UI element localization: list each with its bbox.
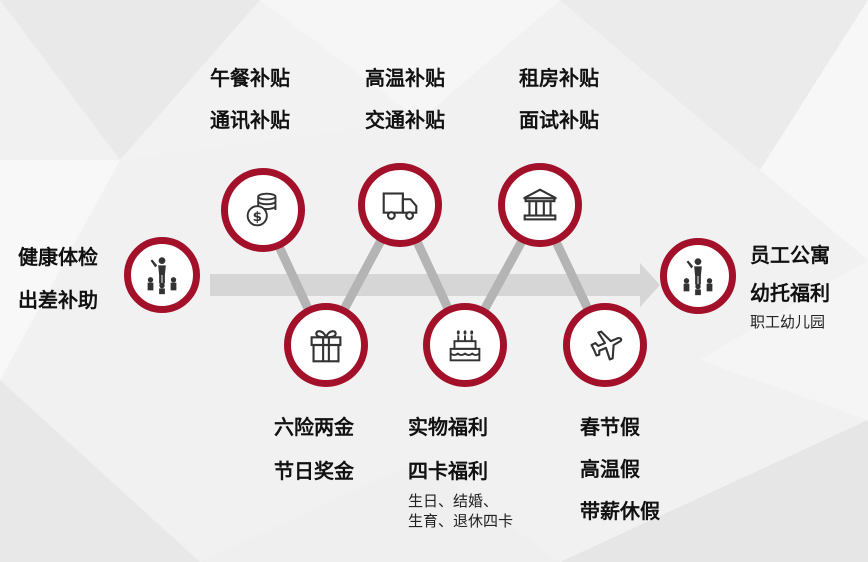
cake-note-1: 生日、结婚、 [408, 492, 499, 510]
node-end [660, 238, 736, 314]
people-icon [147, 257, 177, 295]
truck-label-2: 交通补贴 [365, 108, 445, 132]
end-label-1: 员工公寓 [750, 243, 830, 267]
people-icon [683, 258, 713, 296]
coins-label-1: 午餐补贴 [210, 66, 290, 90]
gift-label-1: 六险两金 [274, 415, 354, 439]
truck-label-1: 高温补贴 [365, 66, 445, 90]
node-cake [423, 303, 507, 387]
gift-label-2: 节日奖金 [274, 459, 354, 483]
node-bank [498, 163, 582, 247]
cake-note-2: 生育、退休四卡 [408, 512, 514, 530]
plane-label-1: 春节假 [580, 415, 640, 439]
gift-icon [310, 330, 342, 363]
node-gift [284, 303, 368, 387]
cake-label-2: 四卡福利 [408, 459, 488, 483]
node-start [124, 237, 200, 313]
start-label-2: 出差补助 [18, 288, 98, 312]
coins-label-2: 通讯补贴 [210, 108, 290, 132]
bank-icon [523, 188, 557, 221]
cake-label-1: 实物福利 [408, 415, 488, 439]
plane-label-3: 带薪休假 [580, 499, 660, 523]
end-label-2: 幼托福利 [750, 281, 830, 305]
bank-label-1: 租房补贴 [519, 66, 599, 90]
node-plane [563, 303, 647, 387]
node-coins: $ [221, 168, 305, 252]
plane-label-2: 高温假 [580, 457, 640, 481]
node-truck [358, 163, 442, 247]
coins-icon: $ [246, 192, 277, 227]
svg-text:$: $ [253, 210, 262, 225]
plane-icon [590, 330, 623, 361]
bank-label-2: 面试补贴 [519, 108, 599, 132]
start-label-1: 健康体检 [18, 245, 98, 269]
truck-icon [382, 192, 418, 220]
cake-icon [449, 330, 481, 362]
end-note: 职工幼儿园 [750, 313, 826, 331]
